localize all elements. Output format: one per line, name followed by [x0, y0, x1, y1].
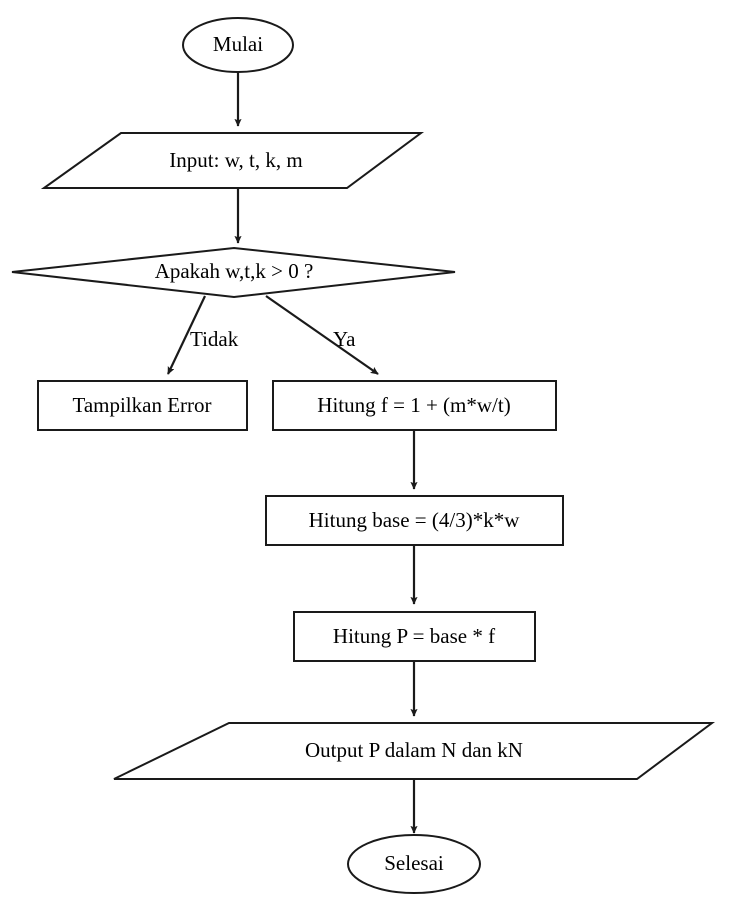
calc-base-box [265, 495, 564, 546]
node-output[interactable]: Output P dalam N dan kN [113, 722, 716, 780]
edge-condition-to-calc-f: Ya [265, 295, 379, 375]
input-label: Input: w, t, k, m [169, 148, 302, 172]
calc-f-box [272, 380, 557, 431]
start-label: Mulai [213, 32, 263, 56]
node-input[interactable]: Input: w, t, k, m [40, 132, 425, 189]
node-end[interactable]: Selesai [347, 834, 481, 894]
calc-base-label: Hitung base = (4/3)*k*w [309, 508, 521, 532]
edge-condition-to-error: Tidak [167, 295, 239, 375]
input-parallelogram [40, 132, 425, 189]
output-parallelogram [113, 722, 716, 780]
end-oval [347, 834, 481, 894]
output-label: Output P dalam N dan kN [305, 738, 523, 762]
end-label: Selesai [384, 851, 444, 875]
node-error[interactable]: Tampilkan Error [37, 380, 248, 431]
error-label: Tampilkan Error [72, 393, 211, 417]
calc-p-box [293, 611, 536, 662]
node-start[interactable]: Mulai [182, 17, 294, 73]
calc-f-label: Hitung f = 1 + (m*w/t) [317, 393, 510, 417]
node-condition[interactable]: Apakah w,t,k > 0 ? [11, 246, 456, 299]
error-box [37, 380, 248, 431]
calc-p-label: Hitung P = base * f [333, 624, 495, 648]
edge-label-tidak: Tidak [190, 327, 239, 351]
edge-label-ya: Ya [333, 327, 356, 351]
node-calc-base[interactable]: Hitung base = (4/3)*k*w [265, 495, 564, 546]
node-calc-p[interactable]: Hitung P = base * f [293, 611, 536, 662]
start-oval [182, 17, 294, 73]
condition-label: Apakah w,t,k > 0 ? [155, 259, 314, 283]
node-calc-f[interactable]: Hitung f = 1 + (m*w/t) [272, 380, 557, 431]
condition-diamond [11, 246, 456, 299]
